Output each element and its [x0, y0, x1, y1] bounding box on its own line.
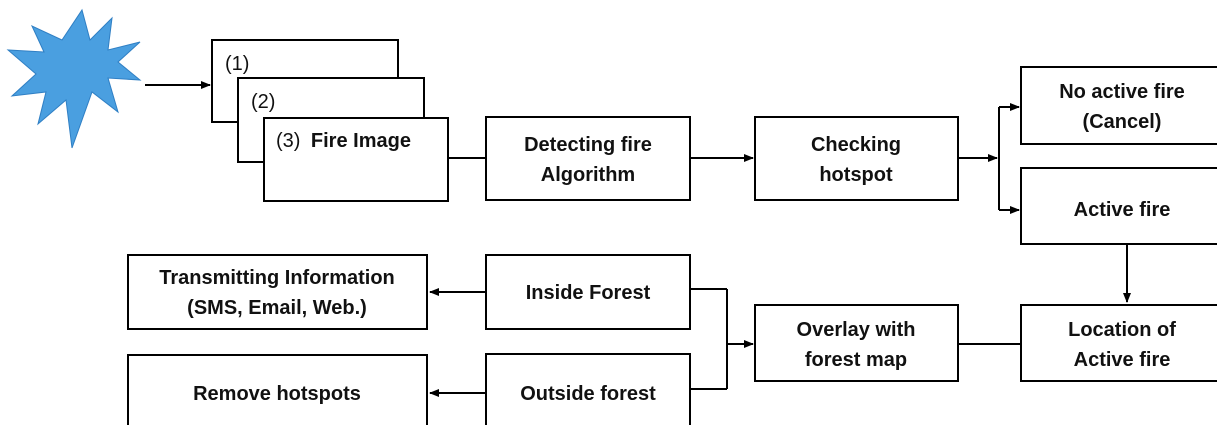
location-line2: Active fire — [1074, 349, 1171, 371]
image-card-3-prefix: (3) — [276, 130, 300, 152]
active-fire-box — [1020, 167, 1217, 245]
location-box — [1020, 304, 1217, 382]
image-card-2-label: (2) — [251, 91, 275, 113]
detecting-fire-box — [485, 116, 691, 201]
transmit-line1: Transmitting Information — [159, 267, 395, 289]
checking-hotspot-line2: hotspot — [819, 164, 893, 186]
remove-hotspots-label: Remove hotspots — [193, 383, 361, 405]
outside-forest-box — [485, 353, 691, 425]
no-active-fire-line1: No active fire — [1059, 81, 1185, 103]
checking-hotspot-line1: Checking — [811, 134, 901, 156]
checking-hotspot-box — [754, 116, 959, 201]
detecting-fire-line2: Algorithm — [541, 164, 635, 186]
transmit-line2: (SMS, Email, Web.) — [187, 297, 367, 319]
active-fire-label: Active fire — [1074, 199, 1171, 221]
overlay-line1: Overlay with — [797, 319, 916, 341]
image-card-3-title: Fire Image — [311, 130, 411, 152]
inside-forest-label: Inside Forest — [526, 282, 651, 304]
no-active-fire-box — [1020, 66, 1217, 145]
image-card-1-label: (1) — [225, 53, 249, 75]
image-card-3 — [263, 117, 449, 202]
outside-forest-label: Outside forest — [520, 383, 656, 405]
image-card-3-label: (3) Fire Image — [276, 130, 411, 152]
location-line1: Location of — [1068, 319, 1176, 341]
transmit-box — [127, 254, 428, 330]
detecting-fire-line1: Detecting fire — [524, 134, 652, 156]
inside-forest-box — [485, 254, 691, 330]
overlay-line2: forest map — [805, 349, 907, 371]
star-burst-icon — [6, 8, 142, 149]
overlay-box — [754, 304, 959, 382]
no-active-fire-line2: (Cancel) — [1083, 111, 1162, 133]
remove-hotspots-box — [127, 354, 428, 425]
